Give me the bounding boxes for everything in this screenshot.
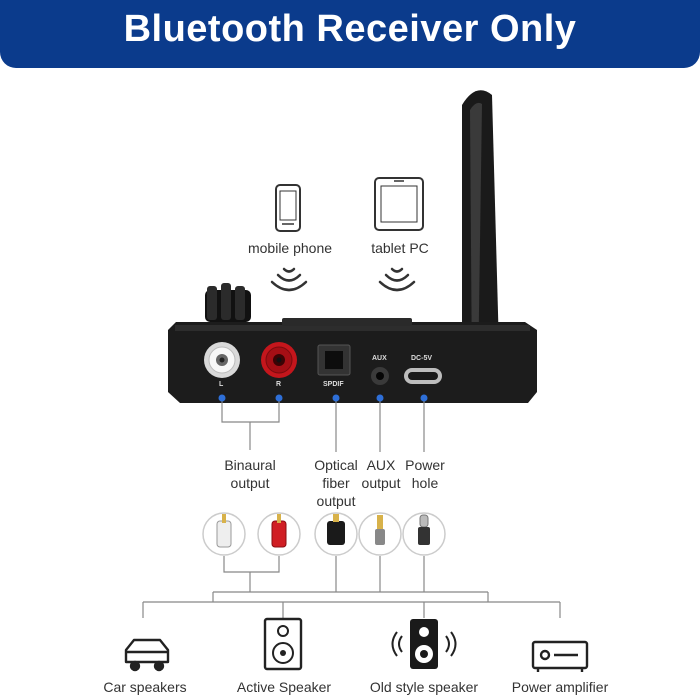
dc-label: DC-5V	[411, 355, 433, 362]
wireless-signal-icon	[378, 267, 416, 292]
aux-label: AUX	[372, 355, 387, 362]
title-banner	[0, 0, 700, 68]
antenna-icon	[462, 90, 500, 386]
volume-knob[interactable]	[205, 283, 251, 322]
optical-cable-icon	[314, 512, 358, 556]
rca-right-label: R	[276, 381, 282, 388]
spdif-label: SPDIF	[323, 381, 344, 388]
speaker-icon	[263, 617, 303, 671]
rca-left-port[interactable]	[204, 342, 240, 378]
rca-left-label: L	[219, 381, 224, 388]
rca-right-port[interactable]	[261, 342, 297, 378]
amplifier-icon	[531, 640, 589, 672]
tablet-pc-label: tablet PC	[371, 240, 429, 256]
smartphone-icon	[275, 184, 301, 232]
power-amplifier-label: Power amplifier	[511, 679, 609, 695]
old-speaker-icon	[391, 619, 457, 669]
car-speakers-label: Car speakers	[103, 679, 187, 695]
tablet-icon	[374, 177, 424, 231]
bluetooth-receiver-device	[168, 318, 537, 403]
spdif-port[interactable]	[317, 344, 351, 376]
wireless-signal-icon	[270, 267, 308, 292]
rca-white-cable-icon	[202, 512, 246, 556]
distribution-lines	[142, 556, 561, 618]
usb-c-cable-icon	[402, 512, 446, 556]
page-title: Bluetooth Receiver Only	[123, 8, 577, 50]
connector-lines	[221, 398, 425, 452]
active-speaker-label: Active Speaker	[236, 679, 332, 695]
mobile-phone-label: mobile phone	[247, 240, 333, 256]
car-icon	[124, 638, 170, 672]
aux-port[interactable]	[371, 367, 389, 385]
aux-cable-icon	[358, 512, 402, 556]
connector-dots	[218, 394, 428, 402]
rca-red-cable-icon	[257, 512, 301, 556]
old-style-speaker-label: Old style speaker	[369, 679, 479, 695]
usb-c-port[interactable]	[404, 368, 442, 384]
